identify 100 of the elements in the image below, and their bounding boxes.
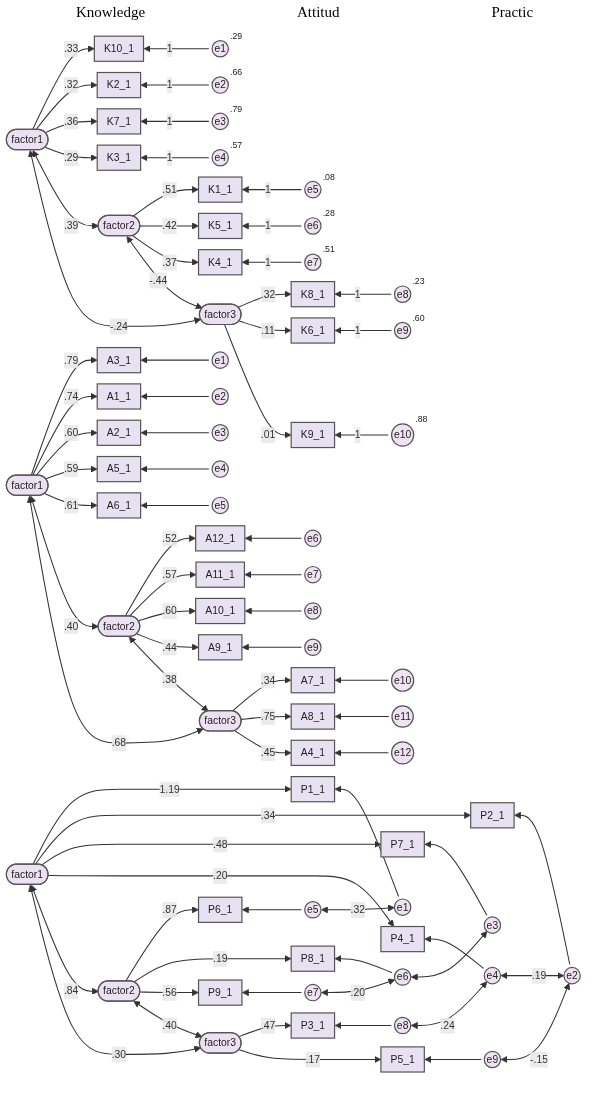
node-circle: e7 bbox=[304, 983, 322, 1002]
node-box: A7_1 bbox=[290, 667, 336, 694]
node-circle: e6 bbox=[304, 529, 322, 548]
arrow bbox=[424, 1055, 482, 1063]
arrow bbox=[241, 222, 303, 230]
node-circle: e1 bbox=[211, 40, 229, 58]
edge-label: .40 bbox=[63, 619, 79, 632]
edge-label: .34 bbox=[260, 674, 276, 686]
edge-label: 1 bbox=[265, 219, 271, 232]
variance-label: .23 bbox=[412, 276, 425, 287]
node-circle: e9 bbox=[483, 1050, 502, 1069]
node-circle: e5 bbox=[304, 180, 322, 199]
node-circle: e10 bbox=[390, 668, 415, 692]
arrow bbox=[32, 150, 99, 230]
edge-label: .40 bbox=[162, 1019, 177, 1032]
node-box: K10_1 bbox=[93, 35, 145, 62]
node-circle: e10 bbox=[390, 423, 415, 447]
node-box: K5_1 bbox=[197, 212, 243, 240]
arrow bbox=[241, 643, 303, 651]
variance-label: .60 bbox=[412, 312, 425, 323]
edge-label: .51 bbox=[162, 183, 177, 196]
edge-label: .32 bbox=[260, 287, 276, 300]
edge-label: .60 bbox=[162, 604, 177, 617]
arrow bbox=[124, 534, 196, 617]
edge-label: .11 bbox=[261, 324, 275, 337]
arrow bbox=[32, 785, 292, 865]
arrow bbox=[26, 495, 204, 744]
arrow bbox=[334, 290, 392, 298]
edge-label: 1 bbox=[354, 287, 361, 300]
arrow bbox=[238, 320, 292, 334]
edge-label: .19 bbox=[531, 969, 547, 982]
node-circle: e2 bbox=[211, 387, 229, 406]
edge-label: -.44 bbox=[149, 274, 168, 287]
node-box: P2_1 bbox=[470, 802, 515, 829]
edge-label: .24 bbox=[440, 1019, 455, 1032]
node-circle: e9 bbox=[304, 638, 322, 657]
node-box: K3_1 bbox=[96, 144, 142, 171]
node-box: K6_1 bbox=[290, 317, 336, 344]
arrow bbox=[126, 236, 203, 310]
node-box: A1_1 bbox=[96, 383, 142, 410]
arrow bbox=[140, 356, 210, 364]
edge-label: .59 bbox=[63, 462, 79, 475]
node-box: A3_1 bbox=[96, 346, 142, 374]
arrow bbox=[30, 356, 98, 476]
edge-label: .44 bbox=[162, 641, 177, 654]
edge-label: .48 bbox=[213, 838, 228, 851]
arrow bbox=[321, 904, 395, 914]
arrow bbox=[334, 327, 392, 334]
edge-label: -.24 bbox=[109, 320, 128, 332]
node-box: K7_1 bbox=[96, 108, 142, 135]
edge-label: .84 bbox=[63, 984, 79, 997]
arrow bbox=[500, 982, 570, 1063]
arrow bbox=[241, 258, 303, 266]
arrow bbox=[140, 429, 210, 437]
edge-label: .38 bbox=[162, 673, 177, 686]
edge-label: .74 bbox=[63, 390, 79, 403]
arrow bbox=[424, 840, 488, 916]
node-box: A12_1 bbox=[195, 525, 246, 552]
arrow bbox=[334, 785, 400, 898]
arrow bbox=[244, 607, 303, 615]
edge-label: .75 bbox=[260, 710, 276, 723]
panel-heading: Practic bbox=[491, 4, 534, 21]
arrow bbox=[334, 955, 393, 974]
node-box: A5_1 bbox=[96, 455, 142, 483]
edge-label: .56 bbox=[162, 986, 177, 999]
edge-label: .61 bbox=[63, 499, 79, 512]
arrow bbox=[241, 989, 303, 997]
arrow bbox=[30, 884, 99, 995]
edge-label: 1 bbox=[166, 151, 173, 164]
edge-label: .47 bbox=[260, 1019, 276, 1032]
arrow bbox=[410, 981, 488, 1030]
panel-heading: Knowledge bbox=[75, 4, 146, 21]
node-circle: e3 bbox=[483, 916, 502, 934]
variance-label: .29 bbox=[230, 31, 243, 41]
arrow bbox=[125, 906, 199, 982]
node-box: A2_1 bbox=[96, 419, 142, 446]
arrow bbox=[132, 235, 199, 266]
arrow bbox=[334, 431, 389, 439]
arrow bbox=[128, 636, 209, 712]
edge-label: .17 bbox=[305, 1053, 321, 1066]
node-box: K9_1 bbox=[290, 421, 336, 449]
edge-label: .01 bbox=[260, 428, 276, 441]
node-circle: e1 bbox=[393, 898, 412, 916]
edge-label: .19 bbox=[213, 952, 228, 965]
node-box: P6_1 bbox=[197, 896, 243, 923]
node-circle: e5 bbox=[304, 901, 322, 919]
arrow bbox=[35, 429, 98, 476]
edge-label: 1 bbox=[354, 324, 361, 337]
panel-heading: Attitud bbox=[297, 4, 340, 21]
variance-label: .28 bbox=[322, 208, 335, 219]
arrow bbox=[35, 81, 98, 131]
variance-label: .79 bbox=[230, 103, 243, 114]
node-circle: e4 bbox=[211, 460, 229, 478]
edge-label: 1 bbox=[265, 256, 271, 269]
edge-label: 1 bbox=[166, 115, 173, 128]
arrow bbox=[238, 1022, 292, 1038]
arrow bbox=[132, 186, 199, 217]
node-circle: e5 bbox=[211, 496, 229, 515]
arrow bbox=[232, 676, 292, 712]
node-circle: e4 bbox=[483, 966, 502, 985]
